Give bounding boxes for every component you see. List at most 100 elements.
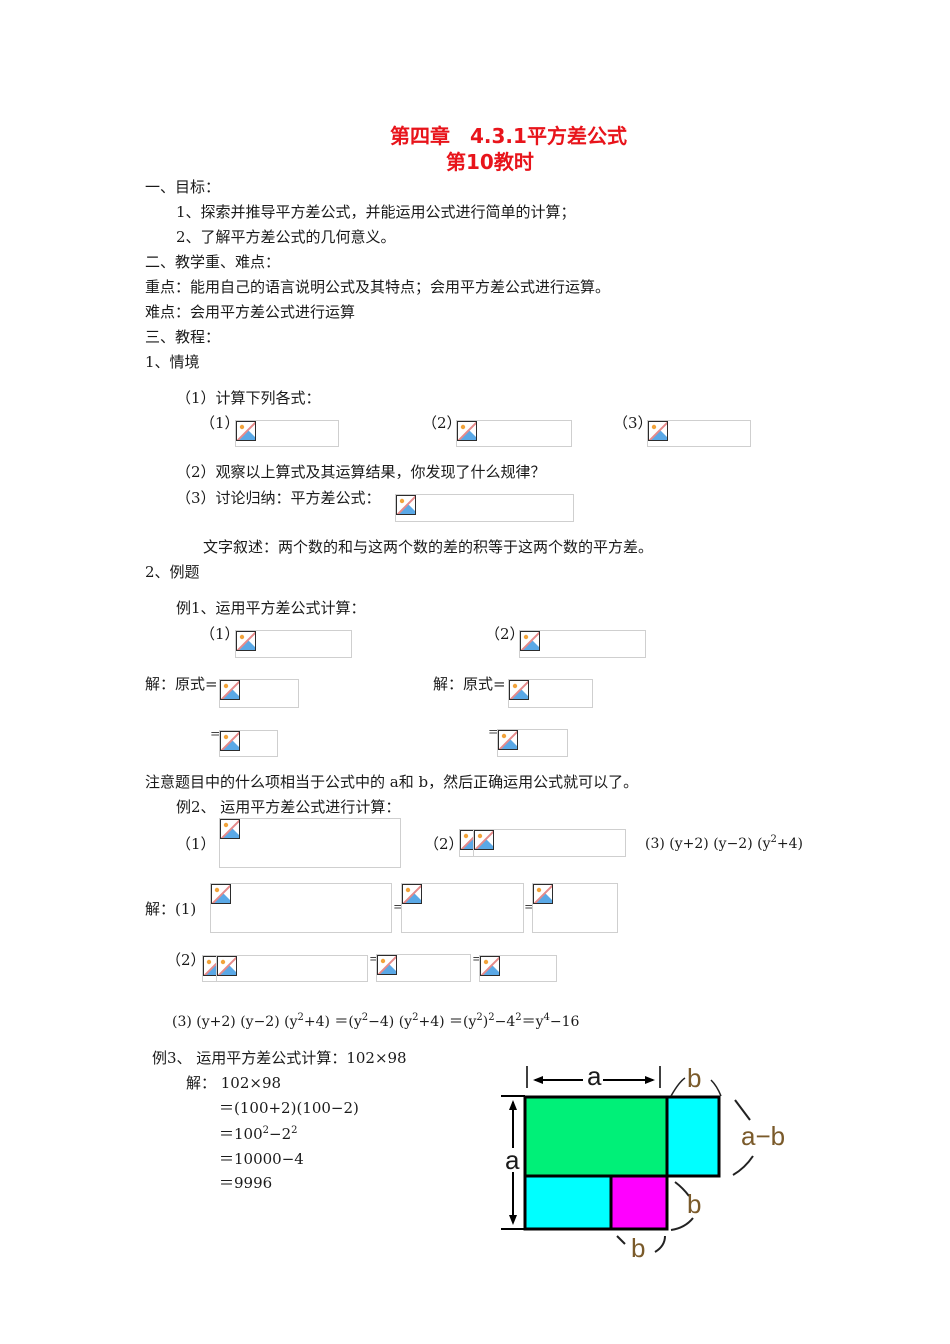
exponent: 2 [361, 1012, 369, 1023]
equals-sign: = [488, 725, 499, 740]
exponent: 2 [476, 1012, 483, 1023]
diagram-label-a-top: a [587, 1061, 602, 1091]
formula-image [219, 730, 278, 757]
formula-image [497, 729, 568, 757]
situation-label-3: （3） [613, 414, 653, 432]
exponent: 2 [297, 1012, 304, 1023]
example-3-step-0: 解： 102×98 [186, 1074, 282, 1092]
exponent: 2 [488, 1012, 495, 1023]
cyan-bottom-strip [523, 1174, 613, 1231]
example-1-label-2: （2） [485, 625, 525, 643]
expr-part: (3) (y+2) (y−2) (y [172, 1014, 298, 1030]
broken-image-icon [648, 421, 668, 441]
broken-image-icon [220, 731, 240, 751]
example-3-step-2: ＝1002−22 [219, 1125, 298, 1143]
example-2-solution-3: (3) (y+2) (y−2) (y2+4) ＝(y2−4) (y2+4) ＝(… [172, 1013, 579, 1031]
objective-1: 1、探索并推导平方差公式，并能运用公式进行简单的计算； [176, 203, 576, 221]
formula-image [219, 818, 401, 868]
objective-2: 2、了解平方差公式的几何意义。 [176, 228, 396, 246]
broken-image-icon [236, 631, 256, 651]
diagram-label-b-top: b [687, 1063, 702, 1093]
expr-part: −4) (y [368, 1014, 413, 1030]
exponent: 4 [543, 1012, 550, 1023]
formula-image [219, 679, 299, 708]
expr-part: ＝100 [219, 1125, 263, 1143]
exponent: 2 [262, 1125, 270, 1136]
broken-image-icon [220, 680, 240, 700]
situation-label-2: （2） [422, 414, 462, 432]
difference-of-squares-diagram: a a b a−b b b [495, 1060, 815, 1270]
formula-image [532, 883, 618, 933]
broken-image-icon [402, 884, 422, 904]
example-2-label-2: （2） [424, 835, 464, 853]
formula-image [376, 954, 471, 982]
expr-part: −4 [494, 1014, 516, 1030]
broken-image-icon [460, 830, 474, 850]
broken-image-icon [396, 495, 416, 515]
exponent: 2 [291, 1125, 298, 1136]
example-3-step-3: ＝10000−4 [219, 1150, 304, 1168]
expr-part: (3) (y+2) (y−2) (y [645, 836, 771, 852]
formula-image [401, 883, 524, 933]
situation-label-1: （1） [200, 414, 240, 432]
broken-image-icon [533, 884, 553, 904]
cyan-right-strip [665, 1095, 721, 1178]
example-2-solution-label: 解：(1) [145, 900, 197, 918]
formula-image [473, 829, 626, 857]
expr-part: −16 [549, 1014, 580, 1030]
green-square-region [523, 1095, 669, 1178]
exponent: 2 [515, 1012, 522, 1023]
expr-part: ) [482, 1014, 489, 1030]
example-2-solution-2-label: （2） [166, 951, 206, 969]
procedure-heading: 三、教程： [145, 328, 221, 346]
formula-image [210, 883, 392, 933]
note-text: 注意题目中的什么项相当于公式中的 a和 b，然后正确运用公式就可以了。 [145, 773, 639, 791]
chapter-title: 第四章 4.3.1平方差公式 [390, 124, 627, 148]
formula-image [216, 955, 368, 982]
formula-image [508, 679, 593, 708]
formula-image [202, 955, 217, 982]
formula-image [647, 420, 751, 447]
objectives-heading: 一、目标： [145, 178, 221, 196]
lesson-number: 第10教时 [446, 150, 534, 174]
example-3-step-4: ＝9996 [219, 1174, 273, 1192]
key-points-heading: 二、教学重、难点： [145, 253, 281, 271]
formula-image [479, 955, 557, 982]
broken-image-icon [474, 830, 494, 850]
key-point: 重点：能用自己的语言说明公式及其特点；会用平方差公式进行运算。 [145, 278, 611, 296]
example-2-label-1: （1） [176, 835, 216, 853]
equals-sign: = [369, 952, 380, 967]
diagram-label-b-right: b [687, 1189, 702, 1219]
equals-sign: = [210, 727, 221, 742]
diagram-label-a-minus-b: a−b [741, 1121, 786, 1151]
examples-heading: 2、例题 [145, 563, 200, 581]
formula-image [395, 494, 574, 522]
example-1-solution-label: 解：原式= [145, 675, 218, 693]
broken-image-icon [520, 631, 540, 651]
diagram-label-a-left: a [505, 1145, 520, 1175]
equals-sign: = [472, 952, 483, 967]
example-1-label-1: （1） [200, 625, 240, 643]
formula-image [235, 630, 352, 658]
example-2-title: 例2、 运用平方差公式进行计算： [176, 798, 401, 816]
formula-image [235, 420, 339, 447]
example-3-title: 例3、 运用平方差公式计算：102×98 [152, 1049, 407, 1067]
broken-image-icon [498, 730, 518, 750]
expr-part: ＝y [521, 1014, 544, 1030]
situation-q2: （2）观察以上算式及其运算结果，你发现了什么规律？ [176, 463, 546, 481]
broken-image-icon [211, 884, 231, 904]
situation-q3: （3）讨论归纳：平方差公式： [176, 489, 381, 507]
difficult-point: 难点：会用平方差公式进行运算 [145, 303, 356, 321]
broken-image-icon [377, 955, 397, 975]
example-1-solution-label: 解：原式= [433, 675, 506, 693]
formula-image [519, 630, 646, 658]
magenta-square [609, 1174, 669, 1231]
equals-sign: = [524, 900, 535, 915]
broken-image-icon [203, 956, 217, 976]
diagram-label-b-bottom: b [631, 1233, 646, 1263]
situation-heading: 1、情境 [145, 353, 200, 371]
broken-image-icon [509, 680, 529, 700]
broken-image-icon [457, 421, 477, 441]
situation-q1: （1）计算下列各式： [176, 389, 321, 407]
exponent: 2 [770, 834, 777, 845]
